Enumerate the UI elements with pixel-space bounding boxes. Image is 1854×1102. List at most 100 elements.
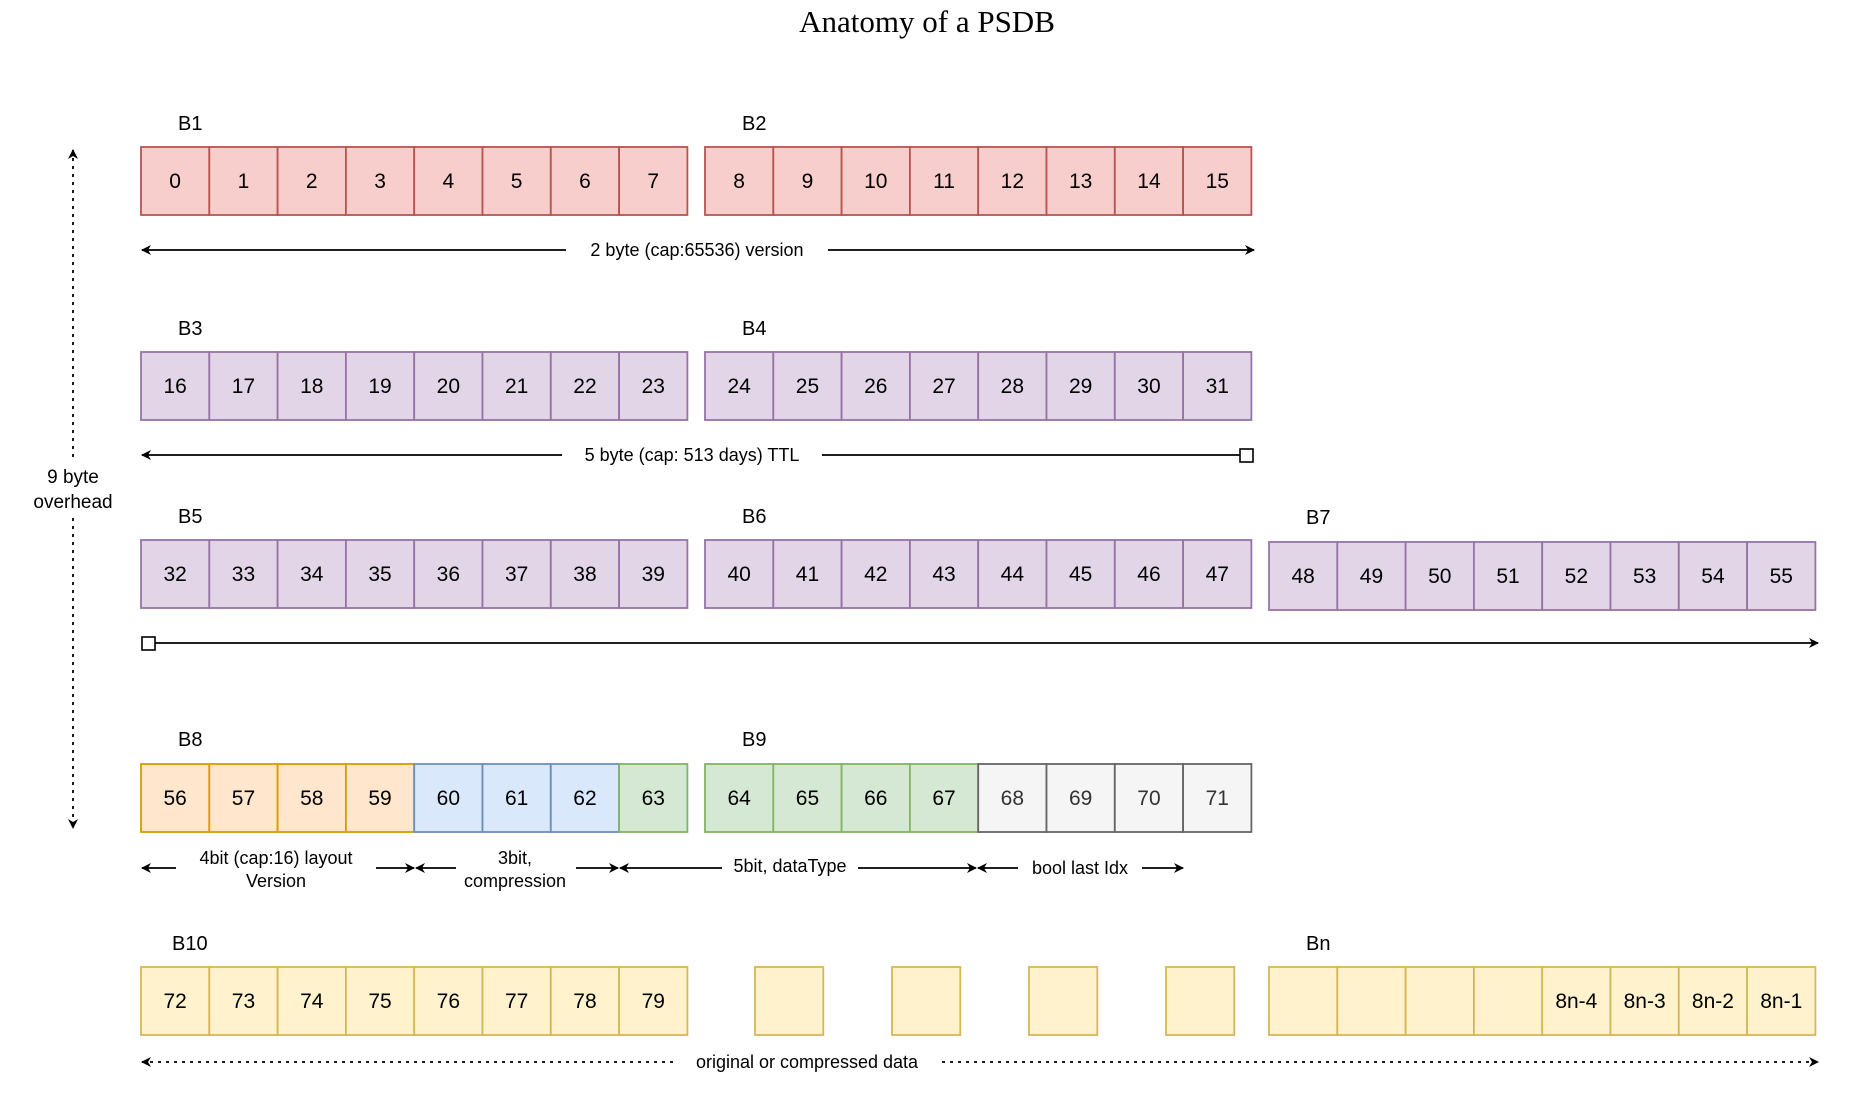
bit-cell-b3-7 (618, 351, 689, 421)
byte-label-b2: B2 (742, 113, 766, 135)
bit-label-b9-5: 69 (1069, 787, 1092, 810)
byte-label-b5: B5 (178, 506, 202, 528)
bit-label-b1-1: 1 (238, 170, 250, 193)
overhead-label-bg (22, 460, 124, 516)
bit-cell-b4-5 (1045, 351, 1116, 421)
bit-cell-bn-7 (1746, 966, 1817, 1036)
bit-cell-b6-2 (840, 539, 911, 609)
last-idx-span-label-bg (1018, 856, 1142, 880)
bit-cell-b6-3 (909, 539, 980, 609)
bit-cell-b4-7 (1182, 351, 1253, 421)
bit-label-bn-4: 8n-4 (1555, 990, 1597, 1013)
bit-label-b1-7: 7 (647, 170, 659, 193)
bit-cell-b9-4 (977, 763, 1048, 833)
bit-cell-b10-3 (344, 966, 416, 1036)
bit-label-b7-6: 54 (1701, 565, 1725, 588)
overhead-label-line2: overhead (33, 492, 112, 513)
bit-cell-b1-7 (618, 146, 689, 216)
bit-label-b10-1: 73 (232, 990, 255, 1013)
datatype-span-label-bg (722, 854, 858, 878)
bit-label-b1-2: 2 (306, 170, 318, 193)
last-idx-span-label: bool last Idx (1032, 858, 1128, 878)
bit-cell-b9-3 (909, 763, 980, 833)
byte-label-bn: Bn (1306, 933, 1330, 955)
bit-label-b5-3: 35 (368, 563, 391, 586)
bit-cell-b7-2 (1404, 541, 1475, 611)
bit-cell-b6-7 (1182, 539, 1253, 609)
bit-label-b3-6: 22 (573, 375, 596, 398)
bit-label-b9-7: 71 (1206, 787, 1229, 810)
bit-label-b2-5: 13 (1069, 170, 1092, 193)
bit-cell-b9-2 (840, 763, 911, 833)
bit-cell-b4-6 (1113, 351, 1185, 421)
bit-label-b3-7: 23 (642, 375, 665, 398)
compression-span-label-line1: 3bit, (498, 848, 532, 868)
bit-label-b9-1: 65 (796, 787, 819, 810)
bit-cell-b5-5 (481, 539, 552, 609)
bit-label-b8-3: 59 (368, 787, 391, 810)
bit-label-b6-3: 43 (932, 563, 955, 586)
bit-label-b6-4: 44 (1001, 563, 1025, 586)
bit-cell-b6-4 (977, 539, 1048, 609)
placeholder-cell-1 (891, 966, 962, 1036)
bit-cell-b8-5 (481, 763, 552, 833)
bit-cell-b9-0 (704, 763, 775, 833)
bit-label-b4-4: 28 (1001, 375, 1024, 398)
data-span-label: original or compressed data (696, 1052, 919, 1072)
bit-label-b7-0: 48 (1291, 565, 1314, 588)
bit-cell-b2-7 (1182, 146, 1253, 216)
bit-label-b9-3: 67 (932, 787, 955, 810)
byte-label-b8: B8 (178, 729, 202, 751)
placeholder-cell-2 (1028, 966, 1099, 1036)
bit-cell-b7-5 (1609, 541, 1680, 611)
bit-cell-b4-0 (704, 351, 775, 421)
compression-span-label-bg (456, 846, 576, 890)
bit-cell-b3-1 (208, 351, 279, 421)
bit-label-b9-6: 70 (1137, 787, 1160, 810)
bit-label-b8-0: 56 (163, 787, 186, 810)
bit-label-b10-5: 77 (505, 990, 528, 1013)
bit-label-b4-1: 25 (796, 375, 819, 398)
bit-cell-b5-0 (140, 539, 211, 609)
bit-cell-bn-3 (1473, 966, 1544, 1036)
bit-cell-b5-4 (413, 539, 484, 609)
bit-label-b10-2: 74 (300, 990, 324, 1013)
bit-label-b6-6: 46 (1137, 563, 1160, 586)
bit-cell-b3-0 (140, 351, 211, 421)
bit-label-b2-3: 11 (933, 170, 955, 193)
bit-label-b8-6: 62 (573, 787, 596, 810)
bit-label-b6-0: 40 (727, 563, 750, 586)
bit-cell-b2-1 (772, 146, 843, 216)
bit-cell-b8-7 (618, 763, 689, 833)
bit-cell-b10-5 (481, 966, 552, 1036)
bit-label-b5-4: 36 (437, 563, 460, 586)
bit-label-b2-6: 14 (1137, 170, 1161, 193)
bit-label-b7-2: 50 (1428, 565, 1451, 588)
bit-cell-b1-3 (344, 146, 416, 216)
bit-label-bn-7: 8n-1 (1760, 990, 1802, 1013)
bit-label-b7-7: 55 (1770, 565, 1793, 588)
overhead-label-line1: 9 byte (47, 467, 99, 488)
bit-cell-b2-2 (840, 146, 911, 216)
diagram-title: Anatomy of a PSDB (799, 4, 1055, 39)
bit-label-b8-4: 60 (437, 787, 460, 810)
bit-label-b2-1: 9 (802, 170, 814, 193)
bit-label-b5-5: 37 (505, 563, 528, 586)
bit-cell-b2-0 (704, 146, 775, 216)
bit-label-b7-5: 53 (1633, 565, 1656, 588)
bit-label-b2-2: 10 (864, 170, 887, 193)
bit-cell-b9-7 (1182, 763, 1253, 833)
bit-cell-b8-0 (140, 763, 211, 833)
bit-cell-b6-5 (1045, 539, 1116, 609)
placeholder-cell-3 (1165, 966, 1236, 1036)
bit-label-b2-7: 15 (1206, 170, 1229, 193)
bit-label-b9-0: 64 (727, 787, 751, 810)
bit-cell-b2-6 (1113, 146, 1185, 216)
bit-label-bn-6: 8n-2 (1692, 990, 1734, 1013)
bit-label-b3-5: 21 (505, 375, 528, 398)
bit-cell-bn-1 (1336, 966, 1407, 1036)
bit-label-b3-3: 19 (368, 375, 391, 398)
bit-cell-b10-7 (618, 966, 689, 1036)
bit-cell-b8-4 (413, 763, 484, 833)
